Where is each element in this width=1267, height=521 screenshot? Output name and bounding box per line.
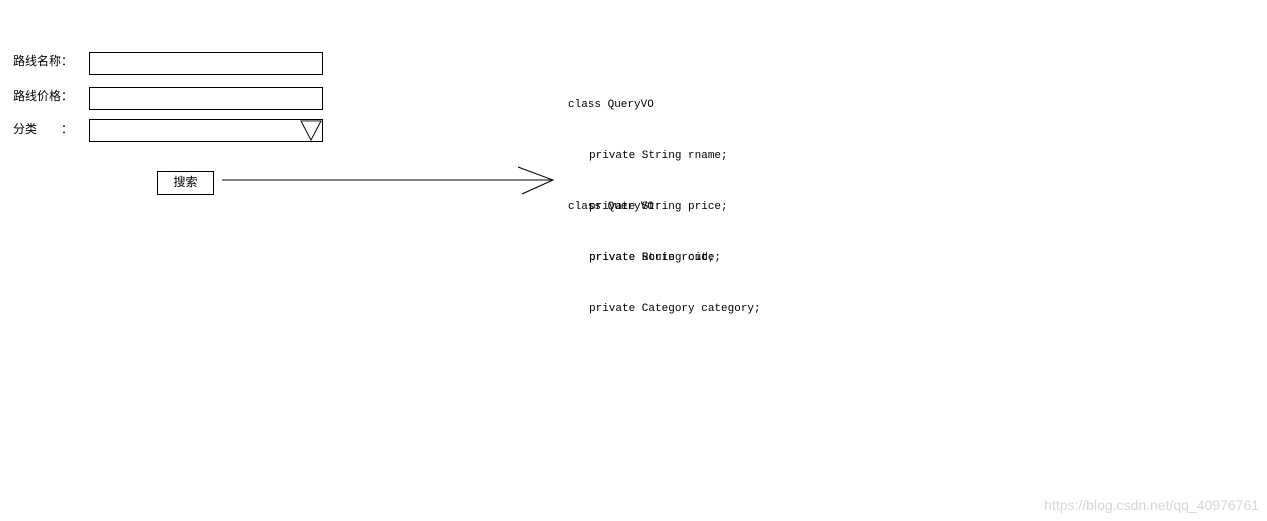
code-field-line: private String price;: [589, 201, 728, 213]
code-block-flat: class QueryVO private String rname; priv…: [568, 63, 728, 284]
code-field-line: private String cid;: [589, 252, 715, 264]
route-name-input[interactable]: [89, 52, 323, 75]
search-button[interactable]: 搜索: [157, 171, 214, 195]
category-label: 分类 ：: [13, 122, 74, 136]
dropdown-triangle-icon[interactable]: [300, 120, 322, 141]
code-field-line: private Route route;: [589, 252, 722, 264]
arrow-connector: [222, 166, 555, 195]
watermark-text: https://blog.csdn.net/qq_40976761: [1044, 497, 1259, 513]
route-price-input[interactable]: [89, 87, 323, 110]
code-class-header: class QueryVO:: [568, 201, 661, 213]
code-field-line: private String rname;: [589, 150, 728, 162]
code-field-line: private Category category;: [589, 303, 761, 315]
category-select[interactable]: [89, 119, 323, 142]
code-class-header: class QueryVO: [568, 99, 654, 111]
code-block-nested: class QueryVO: private Route route; priv…: [568, 165, 761, 335]
route-price-label: 路线价格：: [13, 89, 74, 103]
route-name-label: 路线名称：: [13, 54, 74, 68]
